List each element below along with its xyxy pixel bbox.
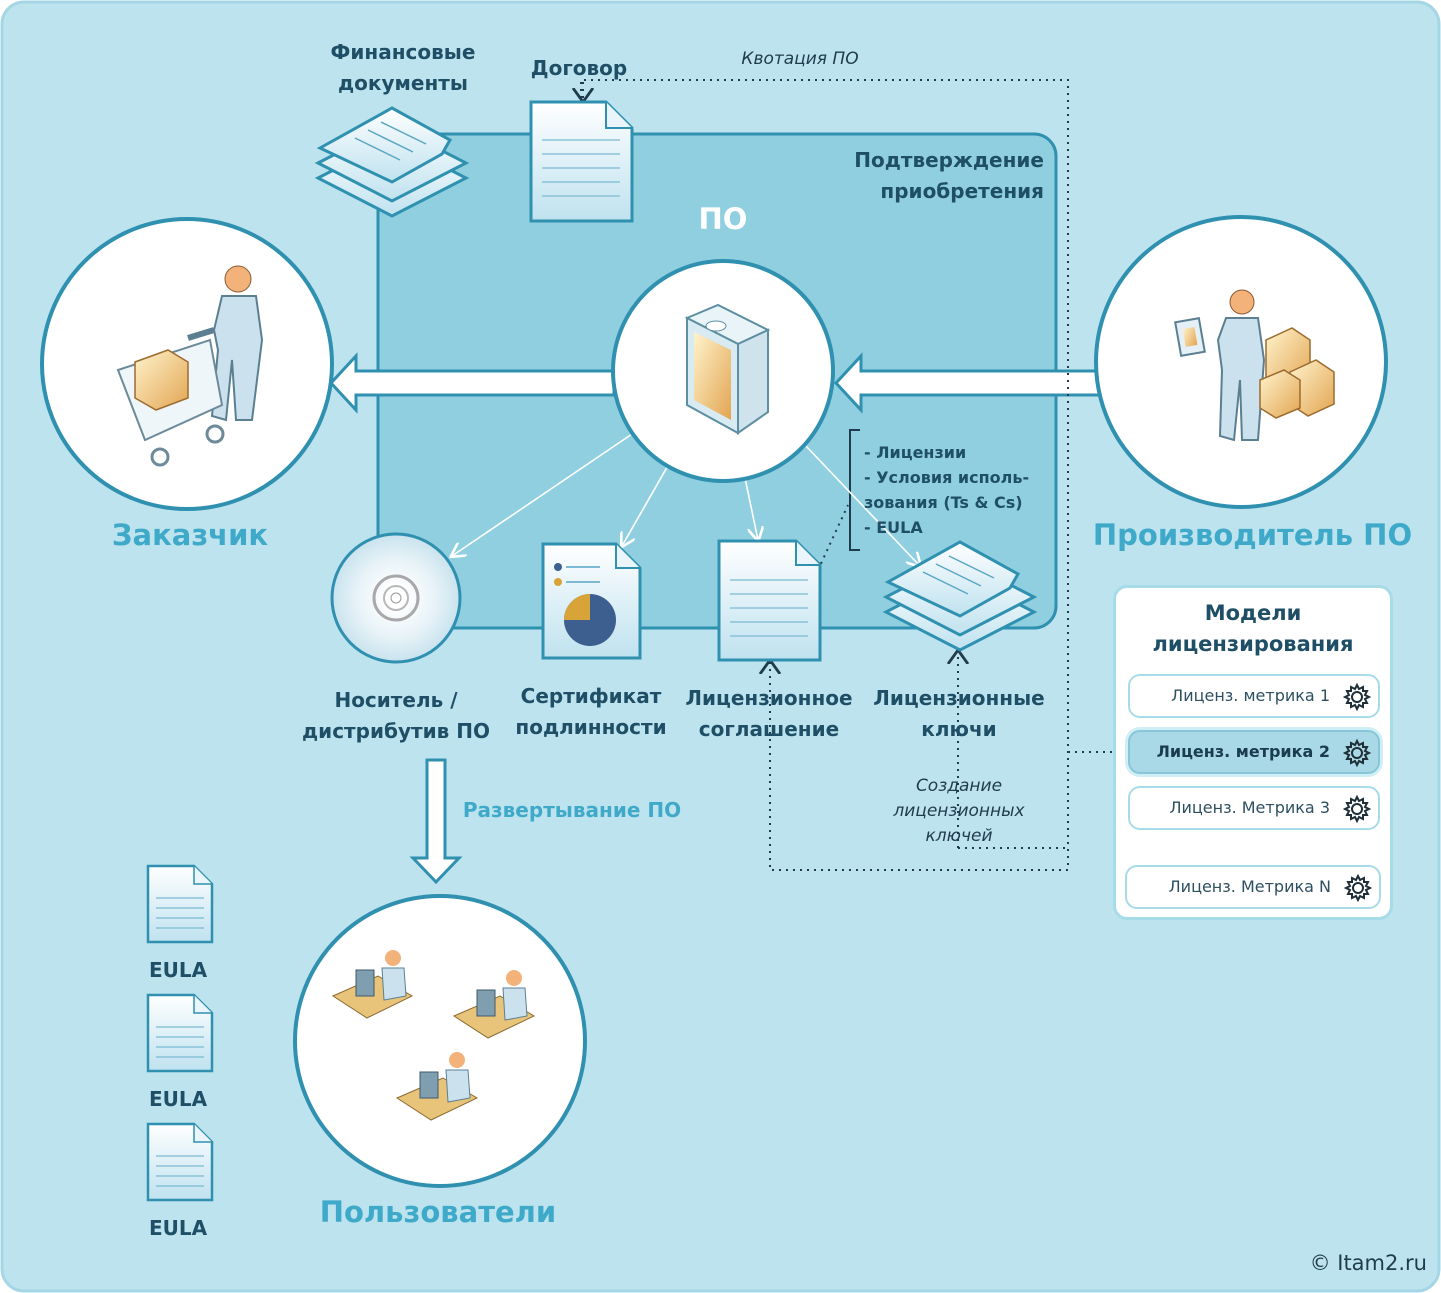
metric-label: Лиценз. метрика 2 <box>1156 742 1330 761</box>
eula-doc-icon-1 <box>146 864 214 944</box>
cd-media-icon <box>330 532 462 664</box>
certificate-icon <box>541 542 642 660</box>
eula-label-2: EULA <box>148 1087 208 1111</box>
license-keys-icon <box>882 540 1038 652</box>
gear-icon[interactable] <box>1342 682 1372 712</box>
eula-label-1: EULA <box>148 958 208 982</box>
contract-doc-icon <box>529 100 634 223</box>
customer-figure-icon <box>116 265 264 467</box>
license-agreement-icon <box>717 539 822 662</box>
media-label: Носитель /дистрибутив ПО <box>302 688 490 743</box>
agreement-contents-list: - Лицензии - Условия исполь- зования (Ts… <box>864 443 1030 537</box>
eula-label-3: EULA <box>148 1216 208 1240</box>
copyright-text: © Itam2.ru <box>1309 1251 1427 1275</box>
gear-icon[interactable] <box>1342 738 1372 768</box>
metric-item-3[interactable]: Лиценз. Метрика 3 <box>1128 786 1380 830</box>
users-circle <box>293 894 587 1188</box>
arrow-from-vendor <box>833 352 1102 414</box>
key-creation-label: Создание лицензионных ключей <box>893 776 1025 846</box>
arrow-to-customer <box>328 352 616 414</box>
financial-documents-icon <box>314 106 470 218</box>
thin-arrows <box>452 431 920 566</box>
software-box-icon <box>684 303 771 435</box>
metric-label: Лиценз. Метрика N <box>1168 877 1331 896</box>
user-workstation-icon-2 <box>452 970 536 1039</box>
licensing-models-title: Модели лицензирования <box>1152 601 1354 656</box>
vendor-figure-icon <box>1174 289 1335 442</box>
metric-item-1[interactable]: Лиценз. метрика 1 <box>1128 674 1380 718</box>
gear-icon[interactable] <box>1343 873 1373 903</box>
customer-label: Заказчик <box>111 518 269 552</box>
gear-icon[interactable] <box>1342 794 1372 824</box>
metric-item-n[interactable]: Лиценз. Метрика N <box>1125 865 1381 909</box>
contract-label: Договор <box>530 56 628 80</box>
metric-item-2[interactable]: Лиценз. метрика 2 <box>1128 730 1380 774</box>
arrow-deployment <box>409 758 463 885</box>
licensing-models-panel: Модели лицензирования Лиценз. метрика 1 … <box>1113 585 1393 920</box>
users-label: Пользователи <box>319 1195 557 1229</box>
eula-doc-icon-2 <box>146 993 214 1073</box>
user-workstation-icon-3 <box>395 1052 479 1121</box>
metric-label: Лиценз. Метрика 3 <box>1169 798 1330 817</box>
vendor-label: Производитель ПО <box>1092 518 1413 552</box>
metric-label: Лиценз. метрика 1 <box>1171 686 1330 705</box>
contents-bracket <box>849 429 860 551</box>
eula-doc-icon-3 <box>146 1122 214 1202</box>
quotation-label: Квотация ПО <box>741 49 859 69</box>
software-label: ПО <box>698 202 748 236</box>
deployment-label: Развертывание ПО <box>462 798 682 822</box>
user-workstation-icon-1 <box>331 950 414 1019</box>
